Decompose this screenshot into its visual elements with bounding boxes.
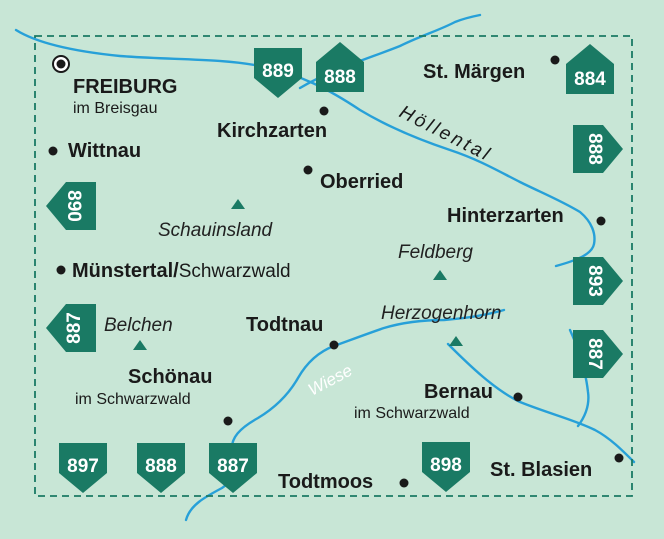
- schoenau-dot: [223, 416, 233, 426]
- freiburg-label: FREIBURG: [73, 76, 177, 98]
- todtmoos-label: Todtmoos: [278, 471, 373, 493]
- todtnau-label: Todtnau: [246, 314, 323, 336]
- map-frame: [34, 35, 633, 497]
- muenstertal-label: Münstertal/Schwarzwald: [72, 260, 291, 282]
- sheet-badge-right-lower[interactable]: 887: [573, 330, 623, 378]
- sheet-number: 898: [430, 455, 462, 476]
- muenstertal-separator: /: [173, 260, 179, 282]
- feldberg-label: Feldberg: [398, 242, 473, 263]
- st-blasien-dot: [614, 453, 624, 463]
- kirchzarten-label: Kirchzarten: [217, 120, 327, 142]
- sheet-number: 887: [217, 456, 249, 477]
- bernau-river: [446, 342, 636, 464]
- sheet-badge-top-2[interactable]: 888: [316, 42, 364, 92]
- town-markers: [48, 55, 624, 488]
- belchen-peak-icon: [133, 340, 147, 350]
- sheet-badge-top-right[interactable]: 884: [566, 44, 614, 94]
- st-blasien-label: St. Blasien: [490, 459, 592, 481]
- herzogenhorn-peak-icon: [449, 336, 463, 346]
- bernau-dot: [513, 392, 523, 402]
- schoenau-label: Schönau: [128, 366, 212, 388]
- sheet-number: 890: [63, 190, 84, 222]
- todtmoos-dot: [399, 478, 409, 488]
- sheet-badge-right-upper[interactable]: 888: [573, 125, 623, 173]
- sheet-number: 897: [67, 456, 99, 477]
- st-maergen-label: St. Märgen: [423, 61, 525, 83]
- muenstertal-sublabel: Schwarzwald: [179, 261, 291, 282]
- dreisam-river: [14, 28, 596, 268]
- sheet-badge-bottom-1[interactable]: 897: [59, 443, 107, 493]
- sheet-number: 889: [262, 61, 294, 82]
- schauinsland-label: Schauinsland: [158, 220, 274, 241]
- bernau-sublabel: im Schwarzwald: [354, 405, 470, 422]
- oberried-dot: [303, 165, 313, 175]
- peak-markers: [133, 199, 463, 350]
- sheet-number: 884: [574, 69, 606, 90]
- wiese-label: Wiese: [305, 361, 356, 400]
- oberried-label: Oberried: [320, 171, 403, 193]
- schauinsland-peak-icon: [231, 199, 245, 209]
- sheet-number: 888: [584, 133, 605, 165]
- wittnau-dot: [48, 146, 58, 156]
- sheet-badge-bottom-2[interactable]: 888: [137, 443, 185, 493]
- freiburg-sublabel: im Breisgau: [73, 100, 157, 117]
- sheet-badge-right-middle[interactable]: 893: [573, 257, 623, 305]
- sheet-number: 887: [584, 338, 605, 370]
- muenstertal-name: Münstertal: [72, 260, 173, 282]
- hinterzarten-dot: [596, 216, 606, 226]
- sheet-number: 887: [64, 312, 85, 344]
- st-maergen-dot: [550, 55, 560, 65]
- sheet-badge-left-lower[interactable]: 887: [46, 304, 96, 352]
- muenstertal-dot: [56, 265, 66, 275]
- sheet-number: 888: [324, 67, 356, 88]
- todtnau-dot: [329, 340, 339, 350]
- freiburg-dot: [56, 59, 66, 69]
- sheet-number: 893: [584, 265, 605, 297]
- sheet-number: 888: [145, 456, 177, 477]
- belchen-label: Belchen: [104, 315, 173, 336]
- schoenau-sublabel: im Schwarzwald: [75, 391, 191, 408]
- sheet-badge-left-upper[interactable]: 890: [46, 182, 96, 230]
- sheet-badge-bottom-3[interactable]: 887: [209, 443, 257, 493]
- sheet-badge-top-1[interactable]: 889: [254, 48, 302, 98]
- bernau-label: Bernau: [424, 381, 493, 403]
- kirchzarten-dot: [319, 106, 329, 116]
- wittnau-label: Wittnau: [68, 140, 141, 162]
- hinterzarten-label: Hinterzarten: [447, 205, 564, 227]
- herzogenhorn-label: Herzogenhorn: [381, 303, 501, 324]
- feldberg-peak-icon: [433, 270, 447, 280]
- sheet-badge-bottom-4[interactable]: 898: [422, 442, 470, 492]
